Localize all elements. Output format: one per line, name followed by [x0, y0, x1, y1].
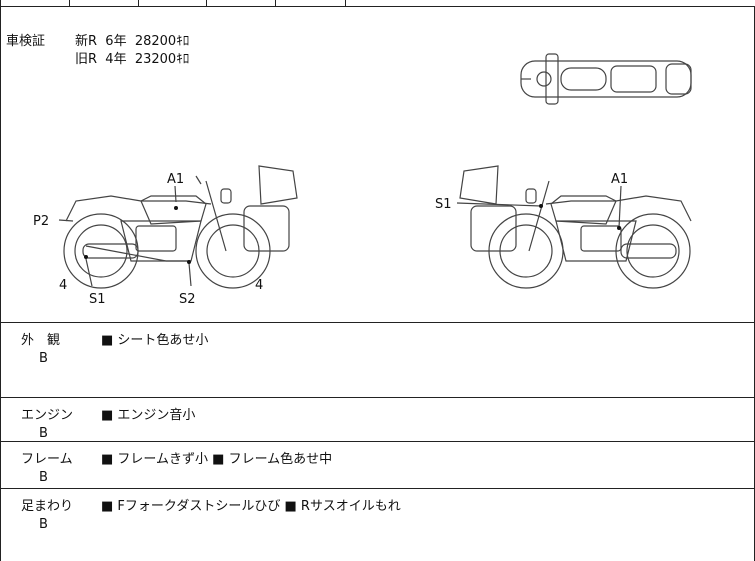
row-category: 外 観	[21, 333, 61, 348]
row-notes: ■ シート色あせ小	[101, 333, 209, 348]
header-divider	[206, 0, 207, 6]
row-grade: B	[39, 517, 48, 532]
condition-row-exterior: 外 観 B ■ シート色あせ小	[0, 323, 755, 398]
damage-label-4-rear: 4	[255, 278, 263, 293]
condition-row-suspension: 足まわり B ■ Fフォークダストシールひび ■ Rサスオイルもれ	[0, 489, 755, 561]
row-grade: B	[39, 470, 48, 485]
row-notes: ■ Fフォークダストシールひび ■ Rサスオイルもれ	[101, 499, 401, 514]
inspection-new-mileage: 新R 6年 28200ｷﾛ	[75, 34, 190, 49]
row-grade: B	[39, 426, 48, 441]
header-divider	[0, 0, 1, 6]
inspection-label: 車検証	[6, 34, 46, 49]
header-divider	[275, 0, 276, 6]
damage-label-p2: P2	[33, 214, 49, 229]
inspection-old-mileage: 旧R 4年 23200ｷﾛ	[75, 52, 190, 67]
motorcycle-left-side-icon	[63, 165, 298, 289]
damage-label-s2: S2	[179, 292, 196, 307]
header-divider	[138, 0, 139, 6]
damage-label-s1-right: S1	[435, 197, 452, 212]
top-header-strip	[0, 0, 755, 7]
header-divider	[69, 0, 70, 6]
row-grade: B	[39, 351, 48, 366]
motorcycle-top-view-icon	[520, 53, 692, 105]
condition-row-engine: エンジン B ■ エンジン音小	[0, 398, 755, 442]
damage-label-4-front: 4	[59, 278, 67, 293]
condition-row-frame: フレーム B ■ フレームきず小 ■ フレーム色あせ中	[0, 442, 755, 489]
motorcycle-right-side-icon	[459, 165, 692, 289]
row-notes: ■ エンジン音小	[101, 408, 196, 423]
damage-label-a1-left: A1	[167, 172, 184, 187]
header-divider	[345, 0, 346, 6]
motorcycle-diagrams: A1 P2 S1 S2 4 4 A1 S1	[33, 53, 692, 307]
damage-label-s1-left: S1	[89, 292, 106, 307]
row-category: フレーム	[21, 452, 73, 467]
row-category: 足まわり	[21, 499, 74, 514]
damage-diagram-panel: 車検証 新R 6年 28200ｷﾛ 旧R 4年 23200ｷﾛ	[0, 6, 755, 323]
row-category: エンジン	[21, 408, 74, 423]
damage-label-a1-right: A1	[611, 172, 628, 187]
row-notes: ■ フレームきず小 ■ フレーム色あせ中	[101, 452, 333, 467]
